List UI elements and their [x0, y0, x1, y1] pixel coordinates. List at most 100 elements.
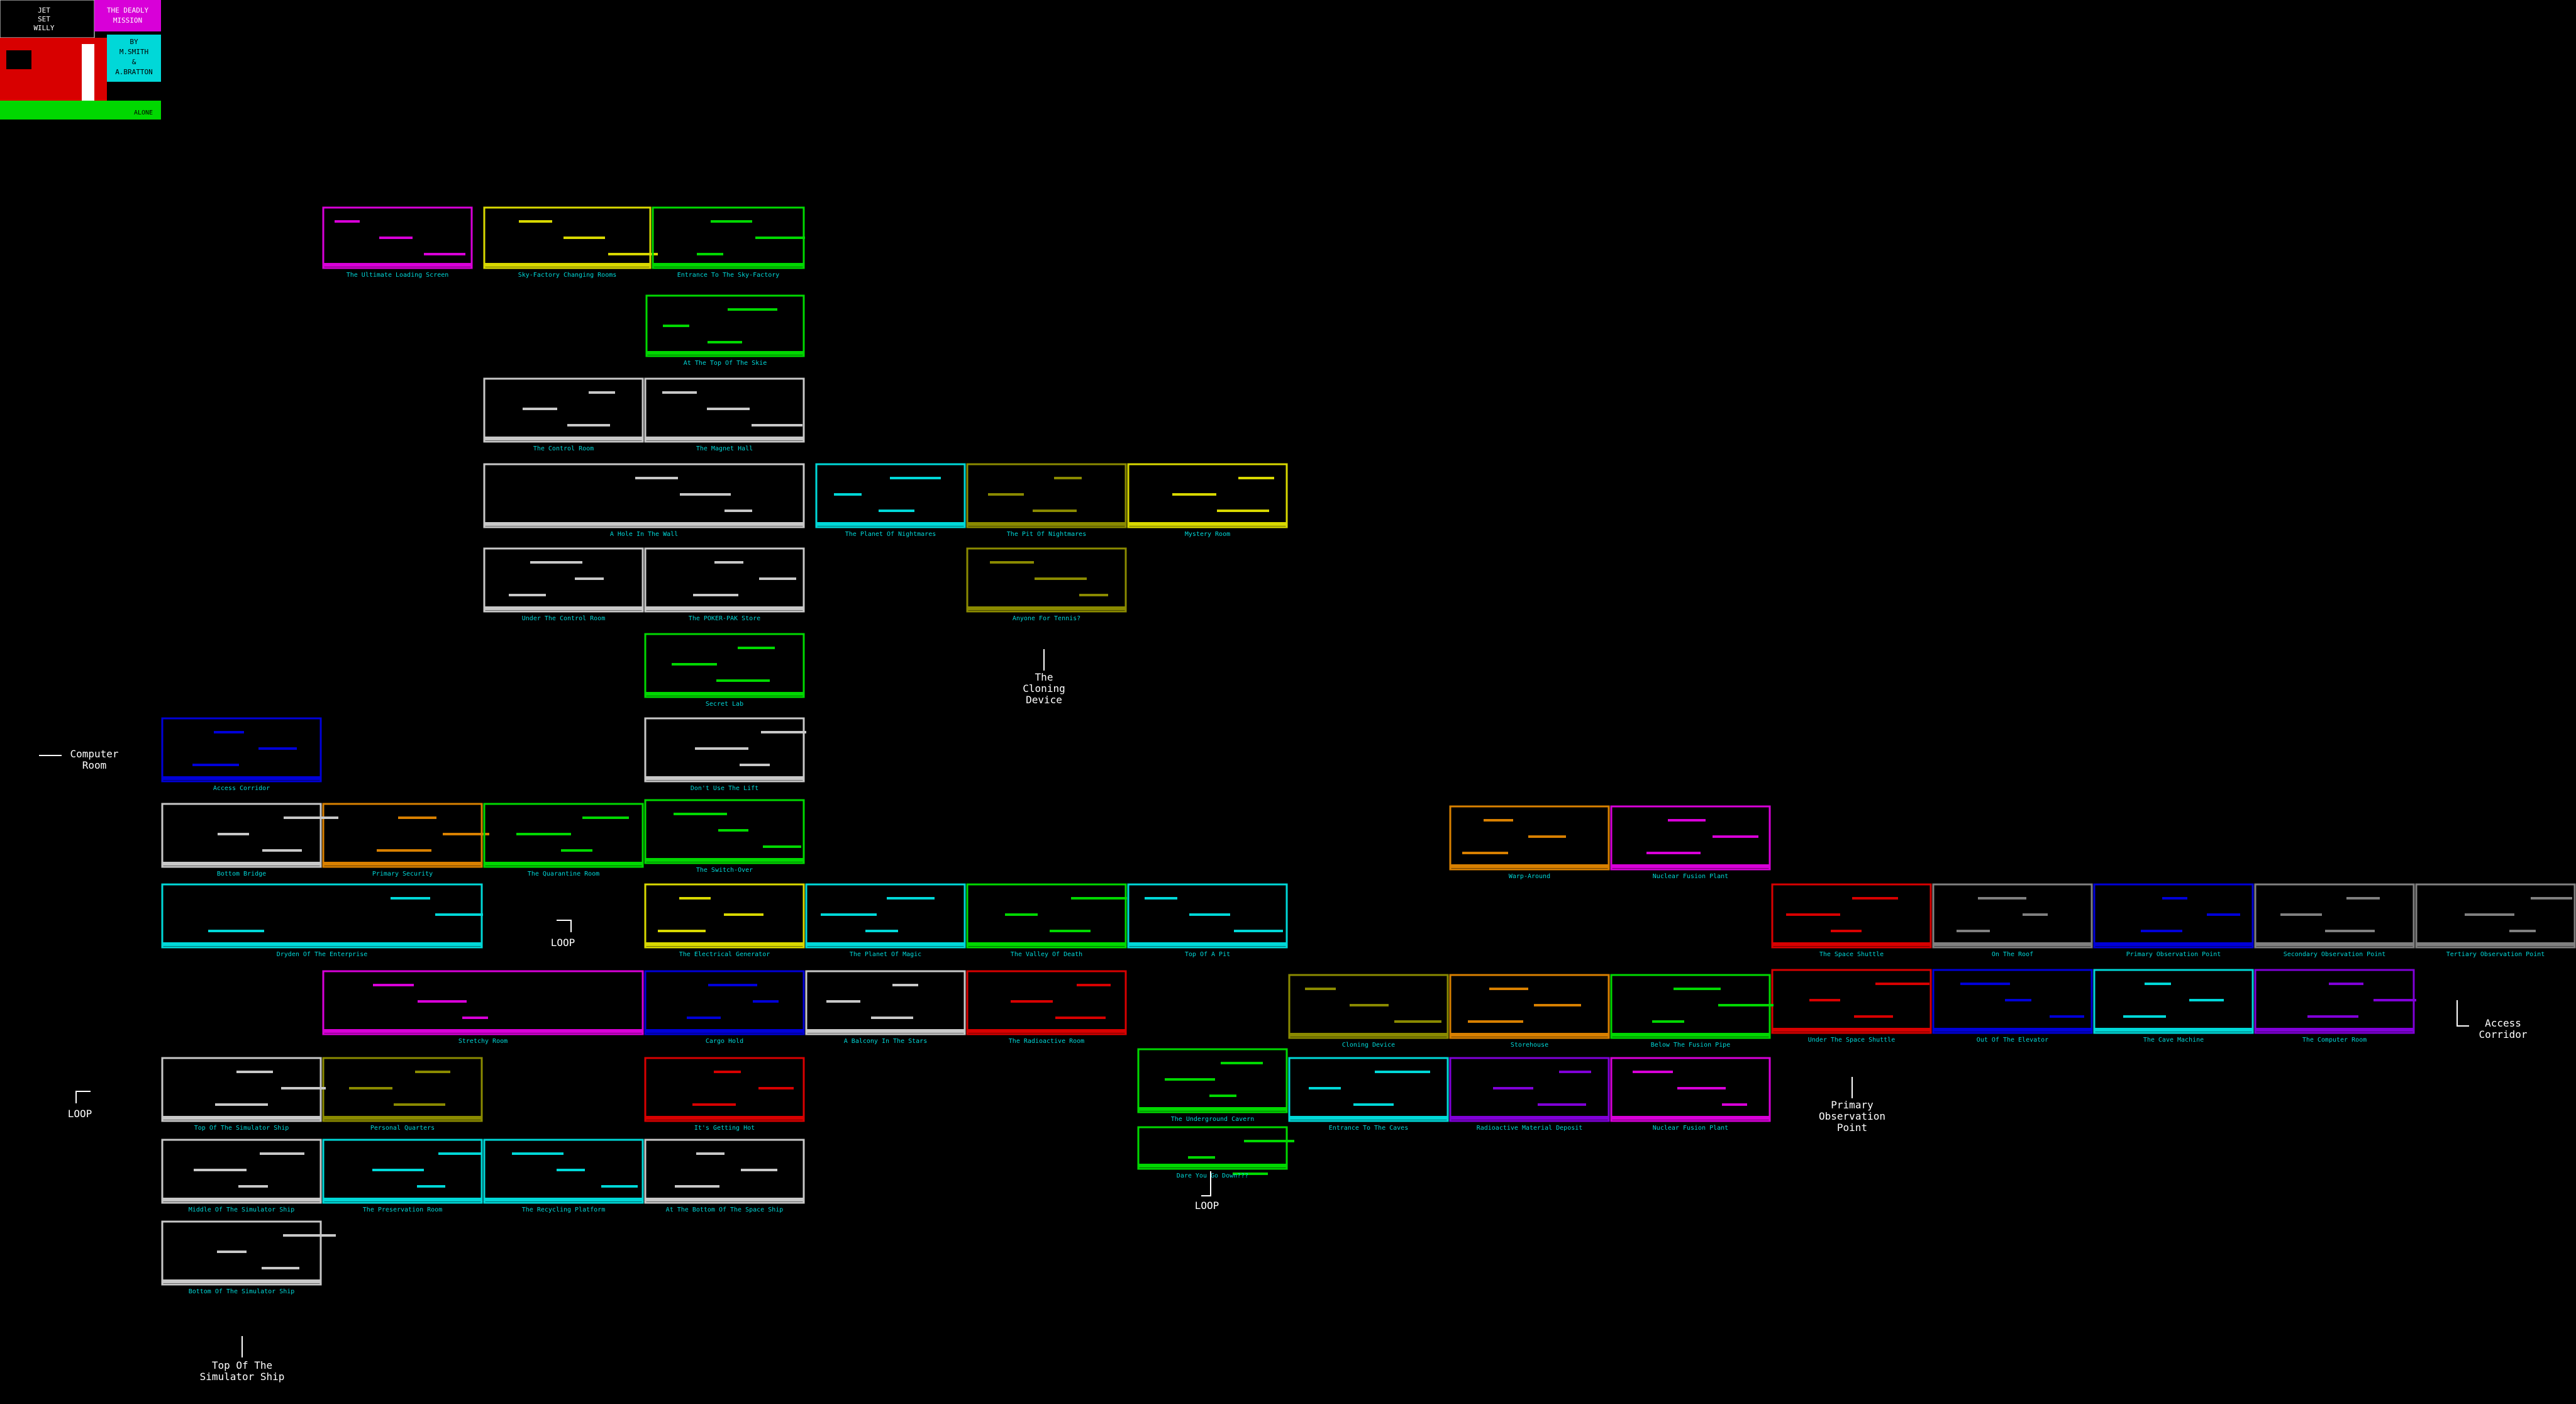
room-ledge	[564, 237, 605, 239]
room: Don't Use The Lift	[644, 717, 806, 792]
annotation-primary-observation-leader	[1852, 1077, 1853, 1098]
room-ledge	[443, 833, 489, 835]
room-name-label: Radioactive Material Deposit	[1477, 1125, 1583, 1132]
room-ledge	[1394, 1020, 1441, 1023]
room-frame	[1932, 969, 2093, 1034]
room-ledge	[1528, 835, 1566, 838]
room-ledge	[1145, 897, 1177, 900]
room-ledge	[523, 408, 557, 410]
room-frame	[161, 1220, 322, 1286]
room-frame	[2254, 883, 2415, 949]
room-frame	[1127, 463, 1288, 528]
room-name-label: Middle Of The Simulator Ship	[189, 1206, 295, 1213]
room-ledge	[724, 510, 752, 512]
room-name-label: The Electrical Generator	[679, 951, 770, 958]
room-floor	[484, 263, 650, 267]
title-card: JET SET WILLY THE DEADLY MISSION BY M.SM…	[0, 0, 161, 120]
title-game-line-3: WILLY	[33, 24, 54, 32]
room-ledge	[2325, 930, 2375, 932]
room-frame	[966, 970, 1127, 1035]
room-ledge	[214, 731, 244, 733]
room-ledge	[260, 1152, 304, 1155]
room-floor	[645, 1116, 804, 1120]
room-ledge	[2162, 897, 2187, 900]
room-name-label: At The Top Of The Skie	[684, 360, 767, 367]
room-ledge	[675, 1185, 719, 1188]
annotation-top-of-simulator-leader	[242, 1336, 243, 1357]
room-name-label: Cloning Device	[1342, 1042, 1395, 1049]
room-ledge	[2123, 1015, 2166, 1018]
room-frame	[966, 547, 1127, 613]
room-ledge	[707, 408, 750, 410]
room-frame	[161, 717, 322, 783]
room-ledge	[708, 341, 742, 343]
room-ledge	[2307, 1015, 2358, 1018]
room-ledge	[741, 1169, 777, 1171]
room-name-label: Tertiary Observation Point	[2446, 951, 2545, 958]
room-ledge	[1233, 1173, 1268, 1175]
room: The Valley Of Death	[966, 883, 1127, 958]
room-ledge	[662, 391, 697, 394]
room: The POKER-PAK Store	[644, 547, 805, 622]
room-frame	[644, 547, 805, 613]
room: Middle Of The Simulator Ship	[161, 1139, 322, 1213]
room-frame	[966, 883, 1127, 949]
room-frame	[2415, 883, 2576, 949]
room-ledge	[1718, 1004, 1774, 1006]
room-floor	[645, 776, 804, 780]
room-ledge	[1221, 1062, 1263, 1064]
room-name-label: Primary Security	[372, 871, 433, 878]
room-name-label: The Ultimate Loading Screen	[347, 272, 449, 279]
annotation-loop-1: LOOP	[550, 937, 575, 949]
room: Primary Security	[322, 803, 489, 878]
room-name-label: Mystery Room	[1185, 531, 1230, 538]
room-ledge	[714, 1071, 741, 1073]
room: Dare You Go Down???	[1137, 1126, 1294, 1179]
room-floor	[484, 862, 643, 866]
room: Cargo Hold	[644, 970, 805, 1045]
room-name-label: Entrance To The Caves	[1329, 1125, 1408, 1132]
room-ledge	[1079, 594, 1108, 596]
annotation-loop-2: LOOP	[67, 1108, 92, 1120]
room-ledge	[1244, 1140, 1294, 1142]
room: The Preservation Room	[322, 1139, 483, 1213]
room-ledge	[567, 424, 610, 426]
room-ledge	[194, 1169, 247, 1171]
room-ledge	[435, 913, 483, 916]
room-ledge	[711, 220, 752, 223]
room-ledge	[561, 849, 592, 852]
room-ledge	[759, 577, 796, 580]
room-ledge	[1468, 1020, 1523, 1023]
room: Under The Control Room	[483, 547, 644, 622]
room-ledge	[865, 930, 898, 932]
room-frame	[1137, 1126, 1288, 1170]
room-floor	[162, 942, 482, 946]
room-name-label: Nuclear Fusion Plant	[1653, 1125, 1728, 1132]
room-ledge	[1646, 852, 1701, 854]
room-ledge	[2023, 913, 2048, 916]
room-name-label: Under The Control Room	[522, 615, 605, 622]
room-name-label: Cargo Hold	[706, 1038, 743, 1045]
room-floor	[1138, 1164, 1287, 1167]
room-ledge	[1234, 930, 1283, 932]
room-ledge	[1493, 1087, 1533, 1089]
room-ledge	[238, 1185, 268, 1188]
room-floor	[1289, 1116, 1448, 1120]
room-ledge	[438, 1152, 482, 1155]
room-ledge	[2346, 897, 2380, 900]
room-ledge	[892, 984, 918, 986]
room-floor	[967, 942, 1126, 946]
room-ledge	[1809, 999, 1840, 1001]
room-name-label: Entrance To The Sky-Factory	[677, 272, 780, 279]
room: Out Of The Elevator	[1932, 969, 2093, 1044]
room-ledge	[990, 561, 1034, 564]
room: The Recycling Platform	[483, 1139, 644, 1213]
room-ledge	[218, 833, 249, 835]
room-frame	[161, 803, 322, 868]
room: Nuclear Fusion Plant	[1610, 1057, 1771, 1132]
room-floor	[645, 1198, 804, 1201]
room: The Radioactive Room	[966, 970, 1127, 1045]
room-name-label: The Radioactive Room	[1009, 1038, 1084, 1045]
title-credit-line-1: BY	[130, 38, 138, 46]
